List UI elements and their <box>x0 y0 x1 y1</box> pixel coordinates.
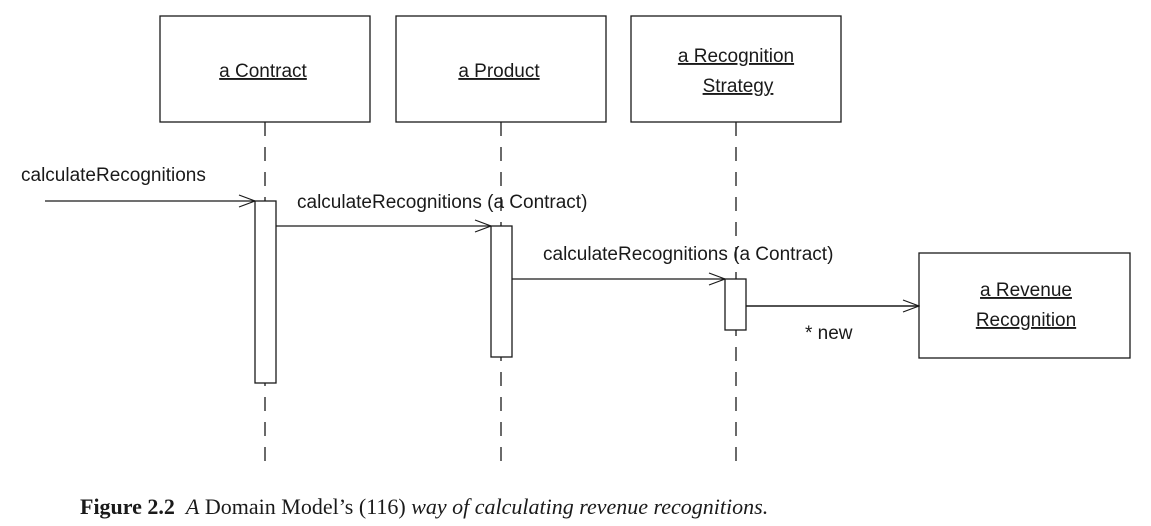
object-recognition-strategy: a Recognition Strategy <box>630 15 842 123</box>
activation-product <box>490 225 513 358</box>
object-product-label: a Product <box>458 61 540 82</box>
caption-text-c: way of calculating revenue recognitions. <box>411 494 769 519</box>
caption-text-a: A <box>185 494 200 519</box>
object-contract-label: a Contract <box>219 61 307 82</box>
message-incoming-label: calculateRecognitions <box>21 165 206 186</box>
object-product: a Product <box>395 15 607 123</box>
figure-label: Figure 2.2 <box>80 494 175 519</box>
object-strategy-label-line2: Strategy <box>703 76 774 97</box>
object-revenue-recognition: a Revenue Recognition <box>918 252 1131 359</box>
object-revenue-label-line2: Recognition <box>976 310 1076 331</box>
object-strategy-label-line1: a Recognition <box>678 46 794 67</box>
caption-text-b: Domain Model’s (116) <box>204 494 406 519</box>
figure-caption: Figure 2.2 A Domain Model’s (116) way of… <box>80 494 1140 520</box>
activation-strategy <box>724 278 747 331</box>
message-create-label: * new <box>805 323 853 344</box>
activation-contract <box>254 200 277 384</box>
object-revenue-label-line1: a Revenue <box>980 280 1072 301</box>
message-to-product-label: calculateRecognitions (a Contract) <box>297 192 587 213</box>
message-to-strategy-label: calculateRecognitions (a Contract) <box>543 244 833 265</box>
object-contract: a Contract <box>159 15 371 123</box>
sequence-diagram: a Contract a Product a Recognition Strat… <box>21 15 1131 462</box>
